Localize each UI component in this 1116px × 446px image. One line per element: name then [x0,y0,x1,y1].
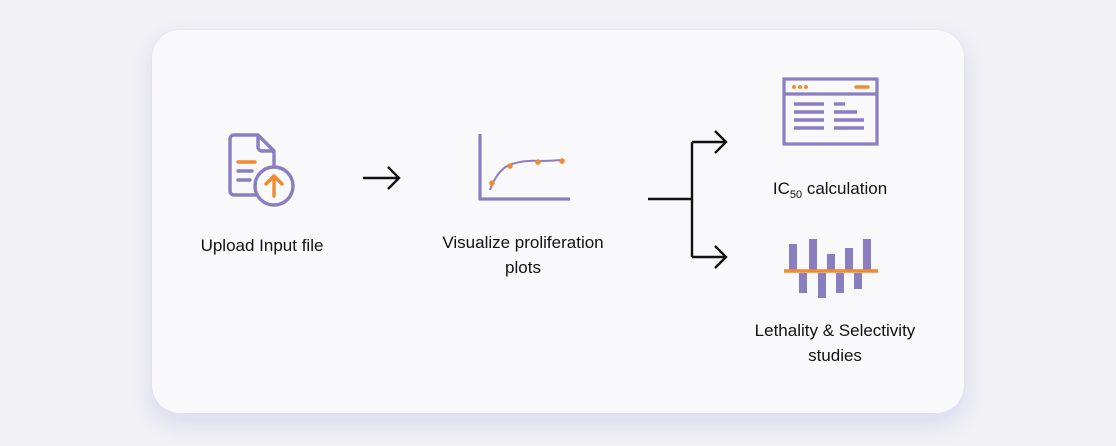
lethality-label-line2: studies [808,346,862,365]
bar-waterfall-icon [784,236,880,305]
visualize-label-line1: Visualize proliferation [442,233,604,252]
proliferation-curve-icon [476,132,572,209]
upload-label-text: Upload Input file [200,236,324,255]
branch-arrow-icon [646,128,732,279]
curve-point [559,158,565,164]
ic50-subscript: 50 [789,189,803,201]
bar-up [863,239,871,270]
bar-down [818,273,826,298]
arrow-right-icon [362,165,402,196]
bar-up [809,239,817,270]
bar-up [845,248,853,270]
bar-down [854,273,862,289]
lethality-label: Lethality & Selectivity studies [730,318,940,368]
curve-point [535,159,541,165]
curve-point [489,180,495,186]
curve-point [507,163,513,169]
visualize-label-line2: plots [505,258,541,277]
bar-down [799,273,807,293]
browser-table-icon [782,77,880,152]
ic50-suffix: calculation [802,179,888,198]
file-upload-icon [226,133,298,214]
bar-down [836,273,844,293]
bar-up [789,244,797,270]
visualize-label: Visualize proliferation plots [418,230,628,280]
ic50-label: IC50 calculation [740,176,920,201]
bar-up [827,254,835,270]
upload-label: Upload Input file [180,233,344,258]
ic50-prefix: IC [772,179,790,198]
lethality-label-line1: Lethality & Selectivity [754,321,916,340]
